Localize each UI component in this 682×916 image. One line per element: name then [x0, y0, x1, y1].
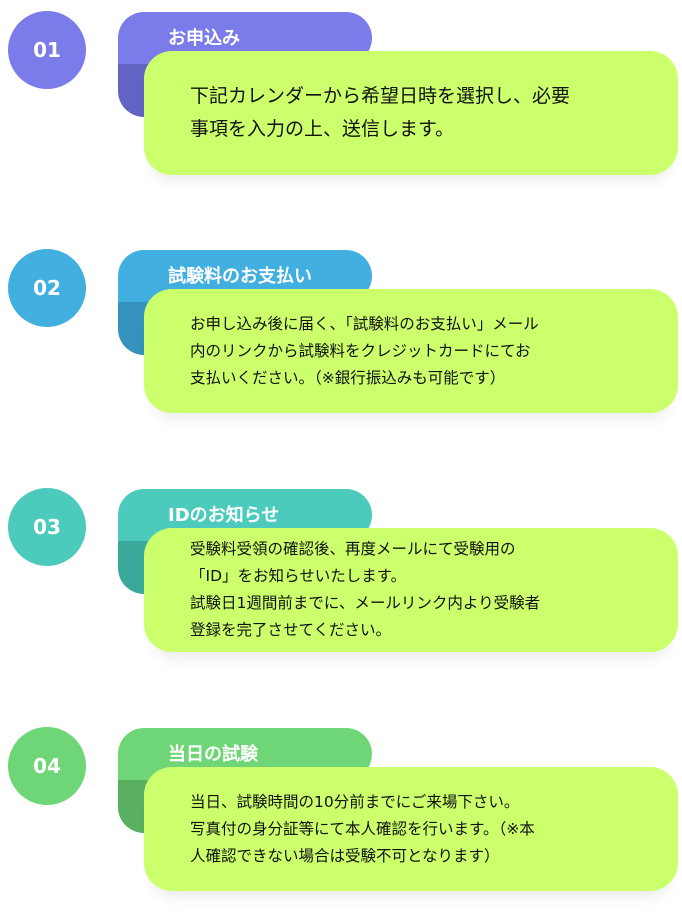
step-number: 02 [8, 249, 86, 327]
step-number: 04 [8, 727, 86, 805]
step-1: 01 お申込み 下記カレンダーから希望日時を選択し、必要 事項を入力の上、送信し… [0, 0, 682, 200]
step-description: 下記カレンダーから希望日時を選択し、必要 事項を入力の上、送信します。 [190, 85, 571, 140]
step-4: 04 当日の試験 当日、試験時間の10分前までにご来場下さい。 写真付の身分証等… [0, 716, 682, 916]
step-number: 01 [8, 11, 86, 89]
step-description-box: 当日、試験時間の10分前までにご来場下さい。 写真付の身分証等にて本人確認を行い… [144, 767, 678, 891]
step-number: 03 [8, 488, 86, 566]
step-description: 当日、試験時間の10分前までにご来場下さい。 写真付の身分証等にて本人確認を行い… [190, 792, 535, 865]
step-3: 03 IDのお知らせ 受験料受領の確認後、再度メールにて受験用の 「ID」をお知… [0, 477, 682, 677]
step-description: 受験料受領の確認後、再度メールにて受験用の 「ID」をお知らせいたします。 試験… [190, 540, 541, 639]
step-description-box: お申し込み後に届く、「試験料のお支払い」メール 内のリンクから試験料をクレジット… [144, 289, 678, 413]
step-description-box: 下記カレンダーから希望日時を選択し、必要 事項を入力の上、送信します。 [144, 51, 678, 175]
step-description: お申し込み後に届く、「試験料のお支払い」メール 内のリンクから試験料をクレジット… [190, 314, 539, 387]
step-2: 02 試験料のお支払い お申し込み後に届く、「試験料のお支払い」メール 内のリン… [0, 238, 682, 438]
step-description-box: 受験料受領の確認後、再度メールにて受験用の 「ID」をお知らせいたします。 試験… [144, 528, 678, 652]
